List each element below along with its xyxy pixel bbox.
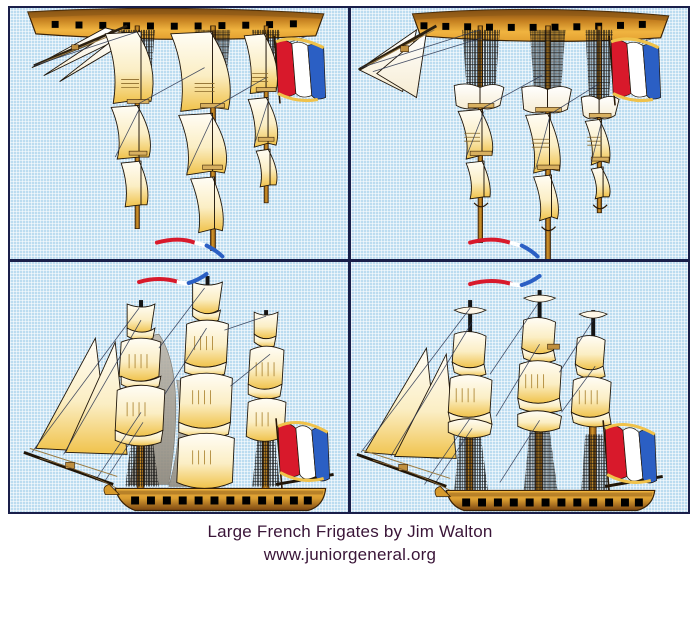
french-flag — [601, 419, 657, 491]
masthead-pennant — [154, 237, 225, 259]
panel-side-reduced-sail[interactable] — [350, 261, 688, 512]
french-flag — [273, 35, 327, 104]
masthead-pennant — [467, 237, 540, 259]
panel-overhead-full-sail[interactable] — [10, 8, 348, 259]
ship-side-full-sail-art — [23, 271, 334, 511]
masthead-pennant — [467, 273, 542, 288]
panel-overhead-reduced-sail[interactable] — [350, 8, 688, 259]
ship-overhead-reduced-sail-art — [357, 8, 669, 259]
ship-side-reduced-sail-art — [355, 273, 663, 511]
panel-grid — [10, 8, 688, 512]
illustration-plate — [8, 6, 690, 514]
caption-url: www.juniorgeneral.org — [263, 545, 437, 564]
french-flag — [607, 35, 661, 106]
panel-side-full-sail[interactable] — [10, 261, 348, 512]
masthead-pennant — [137, 271, 209, 286]
caption-title: Large French Frigates by Jim Walton — [207, 522, 493, 541]
french-flag — [275, 417, 330, 489]
ship-overhead-full-sail-art — [27, 8, 327, 259]
caption-block: Large French Frigates by Jim Walton www.… — [0, 520, 700, 566]
